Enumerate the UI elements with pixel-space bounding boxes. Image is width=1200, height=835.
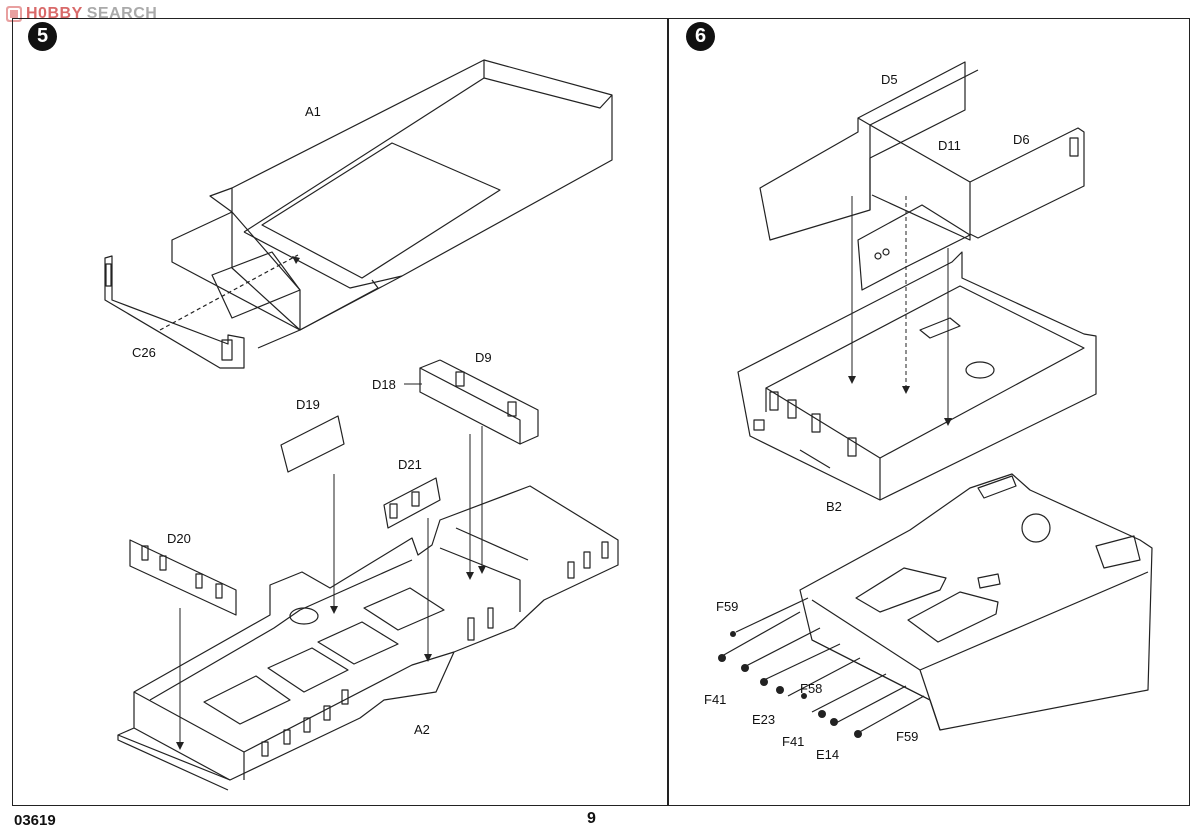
page-number: 9 xyxy=(587,810,596,827)
label-d19: D19 xyxy=(296,397,320,412)
label-d20: D20 xyxy=(167,531,191,546)
part-d19-drawing xyxy=(280,415,345,473)
part-b2-drawing xyxy=(737,251,1097,501)
label-f41-bottom: F41 xyxy=(782,734,805,749)
part-a2-drawing xyxy=(117,485,619,791)
part-upper-hull-6-drawing xyxy=(799,473,1153,731)
axle-parts-drawing xyxy=(721,597,925,735)
step-6-guide-lines xyxy=(851,196,949,424)
label-c26: C26 xyxy=(132,345,156,360)
part-c26-drawing xyxy=(104,254,301,369)
label-a2: A2 xyxy=(414,722,430,737)
step-6-badge: 6 xyxy=(686,22,715,51)
label-f59-bottom: F59 xyxy=(896,729,919,744)
step-6-panel xyxy=(668,18,1190,806)
label-f41-left: F41 xyxy=(704,692,727,707)
kit-number: 03619 xyxy=(14,812,56,829)
label-e23: E23 xyxy=(752,712,776,727)
part-d11-drawing xyxy=(857,124,971,291)
label-d9: D9 xyxy=(475,350,492,365)
watermark-brand-b: SEARCH xyxy=(86,5,158,22)
label-f58: F58 xyxy=(800,681,823,696)
label-a1: A1 xyxy=(305,104,321,119)
part-d6-drawing xyxy=(969,127,1085,239)
watermark-brand-a: H0BBY xyxy=(26,5,83,22)
label-f59-top: F59 xyxy=(716,599,739,614)
label-d6: D6 xyxy=(1013,132,1030,147)
label-e14: E14 xyxy=(816,747,840,762)
part-d9-d18-drawing xyxy=(419,359,539,445)
label-d11: D11 xyxy=(938,138,961,153)
label-d21: D21 xyxy=(398,457,422,472)
label-d5: D5 xyxy=(881,72,898,87)
label-d18: D18 xyxy=(372,377,396,392)
small-fittings xyxy=(718,631,862,738)
step-5-panel xyxy=(12,18,668,806)
part-d21-drawing xyxy=(383,477,441,529)
part-a1-drawing xyxy=(171,59,613,331)
step-5-badge: 5 xyxy=(28,22,57,51)
label-b2: B2 xyxy=(826,499,842,514)
step-5-guide-lines xyxy=(179,383,483,748)
watermark: H0BBY SEARCH xyxy=(6,4,157,24)
part-d20-drawing xyxy=(129,539,237,616)
